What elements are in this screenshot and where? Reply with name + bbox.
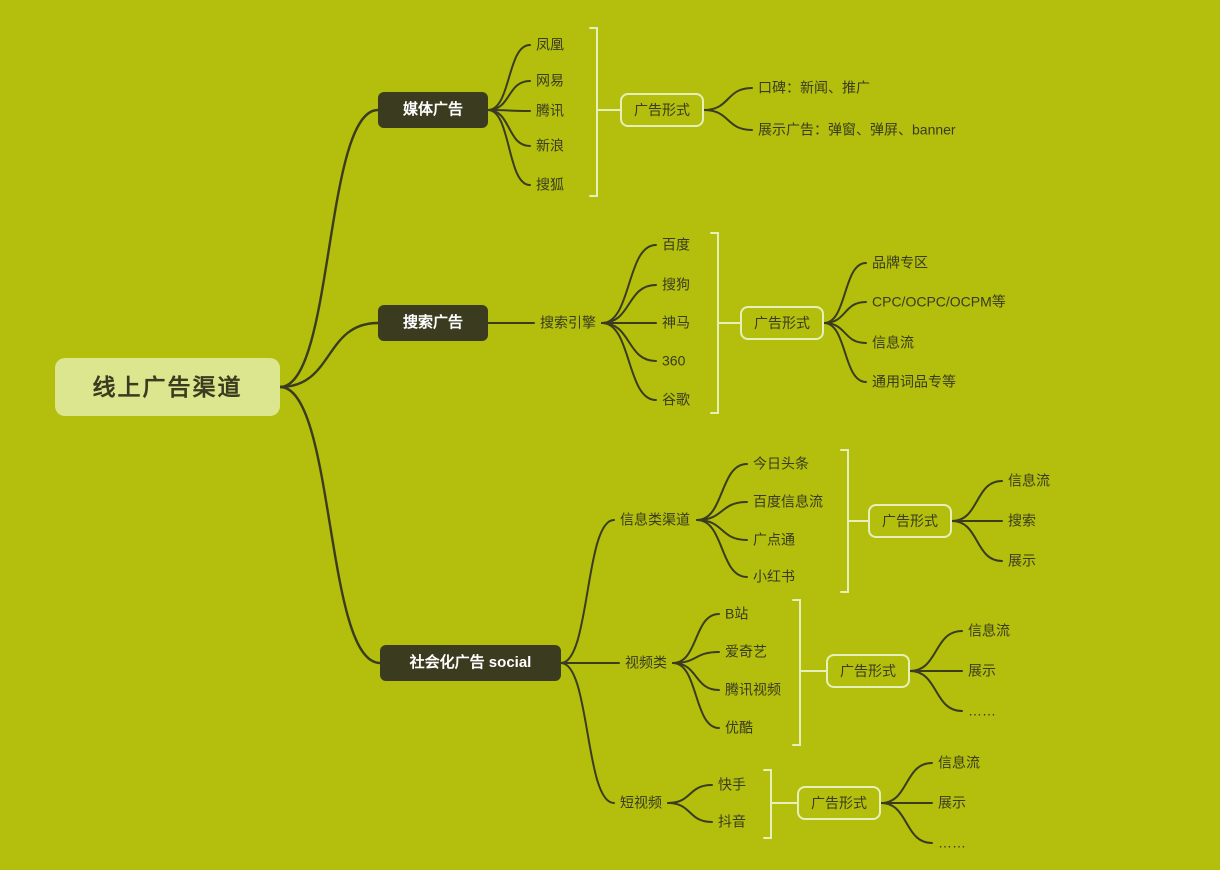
- leaf-node[interactable]: 小红书: [753, 568, 795, 585]
- ad-format-box[interactable]: 广告形式: [797, 786, 881, 820]
- leaf-node[interactable]: 抖音: [718, 813, 746, 830]
- leaf-node[interactable]: 信息流: [872, 334, 914, 351]
- leaf-node[interactable]: 搜索: [1008, 512, 1036, 529]
- leaf-node[interactable]: 搜狐: [536, 176, 564, 193]
- leaf-node[interactable]: ……: [938, 834, 966, 851]
- branch-node-media[interactable]: 媒体广告: [378, 92, 488, 128]
- leaf-node[interactable]: 展示: [1008, 552, 1036, 569]
- branch-node-search[interactable]: 搜索广告: [378, 305, 488, 341]
- ad-format-box[interactable]: 广告形式: [826, 654, 910, 688]
- leaf-node[interactable]: 腾讯视频: [725, 681, 781, 698]
- leaf-node[interactable]: CPC/OCPC/OCPM等: [872, 293, 1006, 310]
- leaf-node[interactable]: 品牌专区: [872, 254, 928, 271]
- leaf-node[interactable]: 百度信息流: [753, 493, 823, 510]
- leaf-node[interactable]: 快手: [718, 776, 746, 793]
- leaf-node[interactable]: 凤凰: [536, 36, 564, 53]
- leaf-node[interactable]: 信息流: [968, 622, 1010, 639]
- leaf-node[interactable]: 百度: [662, 236, 690, 253]
- leaf-node[interactable]: 新浪: [536, 137, 564, 154]
- leaf-node[interactable]: 腾讯: [536, 102, 564, 119]
- leaf-node[interactable]: 谷歌: [662, 391, 690, 408]
- leaf-node[interactable]: 展示广告：弹窗、弹屏、banner: [758, 121, 956, 138]
- leaf-node[interactable]: 优酷: [725, 719, 753, 736]
- leaf-node[interactable]: 口碑：新闻、推广: [758, 79, 870, 96]
- leaf-node[interactable]: 信息流: [1008, 472, 1050, 489]
- leaf-node[interactable]: 360: [662, 352, 686, 369]
- leaf-node[interactable]: 广点通: [753, 531, 795, 548]
- group-node-info[interactable]: 信息类渠道: [620, 511, 690, 528]
- label-search-engine[interactable]: 搜索引擎: [540, 314, 596, 331]
- leaf-node[interactable]: 展示: [938, 794, 966, 811]
- branch-node-social[interactable]: 社会化广告 social: [380, 645, 561, 681]
- leaf-node[interactable]: 搜狗: [662, 276, 690, 293]
- leaf-node[interactable]: B站: [725, 605, 749, 622]
- root-node[interactable]: 线上广告渠道: [55, 358, 280, 416]
- ad-format-box[interactable]: 广告形式: [620, 93, 704, 127]
- leaf-node[interactable]: 网易: [536, 72, 564, 89]
- leaf-node[interactable]: 通用词品专等: [872, 373, 956, 390]
- leaf-node[interactable]: 今日头条: [753, 455, 809, 472]
- ad-format-box[interactable]: 广告形式: [740, 306, 824, 340]
- leaf-node[interactable]: 信息流: [938, 754, 980, 771]
- leaf-node[interactable]: ……: [968, 702, 996, 719]
- leaf-node[interactable]: 爱奇艺: [725, 643, 767, 660]
- leaf-node[interactable]: 展示: [968, 662, 996, 679]
- leaf-node[interactable]: 神马: [662, 314, 690, 331]
- ad-format-box[interactable]: 广告形式: [868, 504, 952, 538]
- group-node-short-video[interactable]: 短视频: [620, 794, 662, 811]
- group-node-video[interactable]: 视频类: [625, 654, 667, 671]
